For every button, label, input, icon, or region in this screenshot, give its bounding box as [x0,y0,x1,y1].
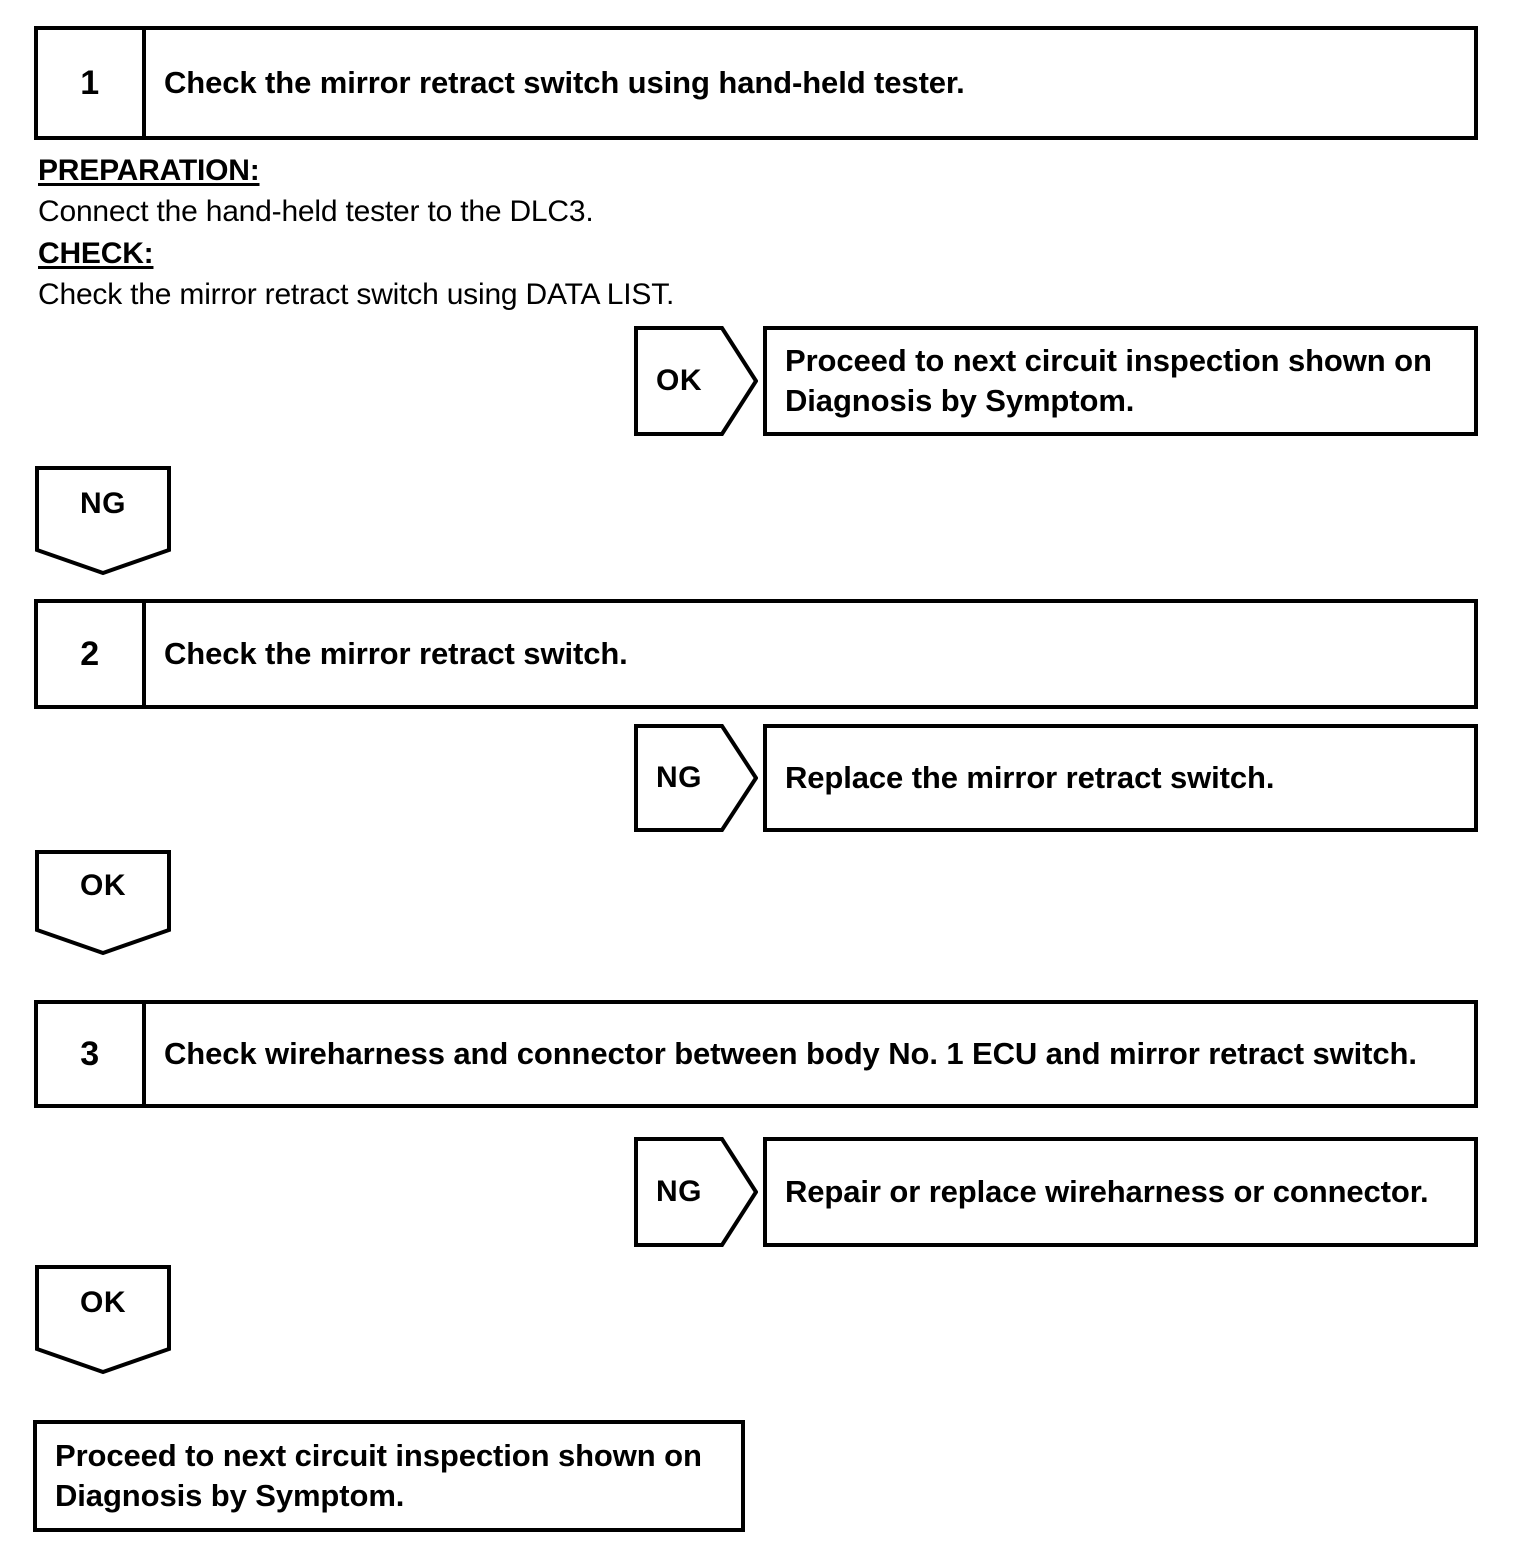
result-text-final: Proceed to next circuit inspection shown… [55,1436,702,1517]
step-number-2: 2 [38,603,146,705]
judgement-label-ng: NG [80,487,126,520]
step-title-1: Check the mirror retract switch using ha… [164,65,965,101]
result-box-step2-ng: Replace the mirror retract switch. [763,724,1478,832]
result-line-2: Diagnosis by Symptom. [55,1478,405,1513]
judgement-label-ok: OK [80,1286,126,1319]
result-box-step1-ok: Proceed to next circuit inspection shown… [763,326,1478,436]
step-number-3: 3 [38,1004,146,1104]
judgement-arrow-ng-step1: NG [35,466,171,576]
preparation-note: PREPARATION: Connect the hand-held teste… [38,150,938,316]
result-line-2: Diagnosis by Symptom. [785,383,1135,418]
judgement-label-ok: OK [80,869,126,902]
judgement-arrow-ok-step1: OK [634,326,758,436]
result-text-step1-ok: Proceed to next circuit inspection shown… [785,341,1432,422]
judgement-arrow-ng-step3: NG [634,1137,758,1247]
preparation-text: Connect the hand-held tester to the DLC3… [38,195,594,229]
result-line-1: Proceed to next circuit inspection shown… [55,1437,702,1473]
check-text: Check the mirror retract switch using DA… [38,278,675,312]
judgement-arrow-ok-step2: OK [35,850,171,956]
judgement-arrow-ng-step2: NG [634,724,758,832]
preparation-label: PREPARATION: [38,154,260,187]
judgement-label-ng: NG [656,761,702,794]
step-box-2: 2 Check the mirror retract switch. [34,599,1478,709]
judgement-label-ok: OK [656,364,702,397]
step-title-2: Check the mirror retract switch. [164,636,628,672]
result-box-final: Proceed to next circuit inspection shown… [33,1420,745,1532]
result-line-1: Proceed to next circuit inspection shown… [785,342,1432,378]
step-number-1: 1 [38,30,146,136]
judgement-arrow-ok-step3: OK [35,1265,171,1375]
step-box-1: 1 Check the mirror retract switch using … [34,26,1478,140]
result-box-step3-ng: Repair or replace wireharness or connect… [763,1137,1478,1247]
check-label: CHECK: [38,236,154,270]
result-text-step2-ng: Replace the mirror retract switch. [785,759,1275,795]
result-text-step3-ng: Repair or replace wireharness or connect… [785,1173,1429,1209]
step-title-3: Check wireharness and connector between … [164,1036,1417,1072]
step-box-3: 3 Check wireharness and connector betwee… [34,1000,1478,1108]
judgement-label-ng: NG [656,1175,702,1208]
